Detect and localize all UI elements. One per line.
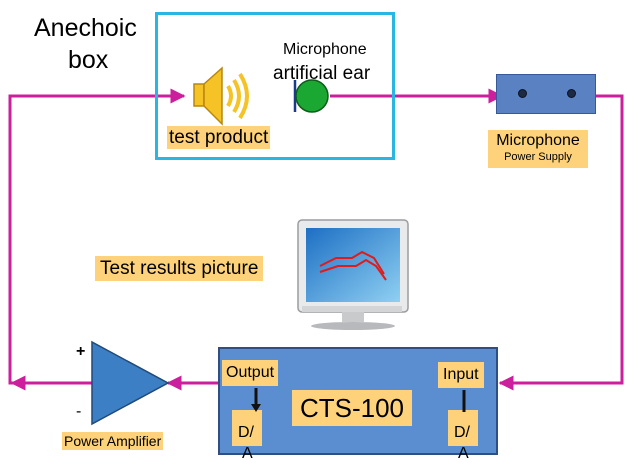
power-amplifier-label: Power Amplifier [62,432,164,450]
speaker-icon [193,66,249,126]
microphone-power-supply-label: Microphone Power Supply [488,130,588,168]
microphone-power-supply-box [496,74,596,114]
amplifier-minus-sign: - [76,403,82,420]
da-right-line1: D/ [454,424,470,441]
test-product-label: test product [167,126,271,149]
da-right-line2: A [458,445,469,462]
cts-output-label: Output [222,360,279,386]
da-converter-left: D/ [232,410,262,446]
anechoic-box [155,12,395,160]
connector-dot-right [567,89,576,98]
amplifier-triangle-icon [91,340,170,426]
cts-internal-connectors [251,388,466,412]
power-supply-subtitle: Power Supply [504,151,572,163]
cts-input-label: Input [438,362,484,388]
da-converter-right: D/ [448,410,478,446]
cts-100-title: CTS-100 [292,390,412,426]
anechoic-title-line2: box [68,46,109,74]
test-results-label: Test results picture [95,256,264,281]
da-left-line2: A [242,445,253,462]
anechoic-title-line1: Anechoic [34,14,137,42]
wire-amp-to-speaker [8,88,186,385]
monitor-icon [297,219,409,330]
microphone-icon [293,79,329,113]
power-supply-title: Microphone [496,132,580,149]
da-left-line1: D/ [238,424,254,441]
wire-power-supply-to-cts-input [498,94,624,391]
microphone-label: Microphone [283,41,367,58]
artificial-ear-label: artificial ear [273,63,371,84]
connector-dot-left [518,89,527,98]
amplifier-plus-sign: + [76,343,86,360]
